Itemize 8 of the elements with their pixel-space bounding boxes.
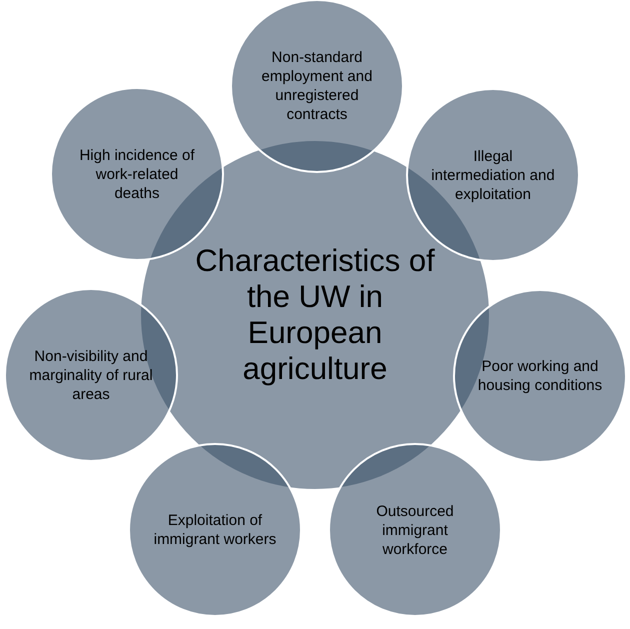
characteristic-label: Outsourced immigrant workforce bbox=[375, 502, 455, 558]
characteristic-label: Non-visibility and marginality of rural areas bbox=[28, 346, 154, 404]
characteristic-label: Exploitation of immigrant workers bbox=[152, 511, 278, 549]
characteristic-label: Poor working and housing conditions bbox=[476, 357, 604, 395]
characteristic-label: High incidence of work-related deaths bbox=[78, 146, 196, 202]
center-title: Characteristics of the UW in European agriculture bbox=[195, 243, 435, 387]
characteristic-label: Illegal intermediation and exploitation bbox=[430, 146, 556, 204]
characteristic-label: Non-standard employment and unregistered contracts bbox=[260, 48, 374, 124]
